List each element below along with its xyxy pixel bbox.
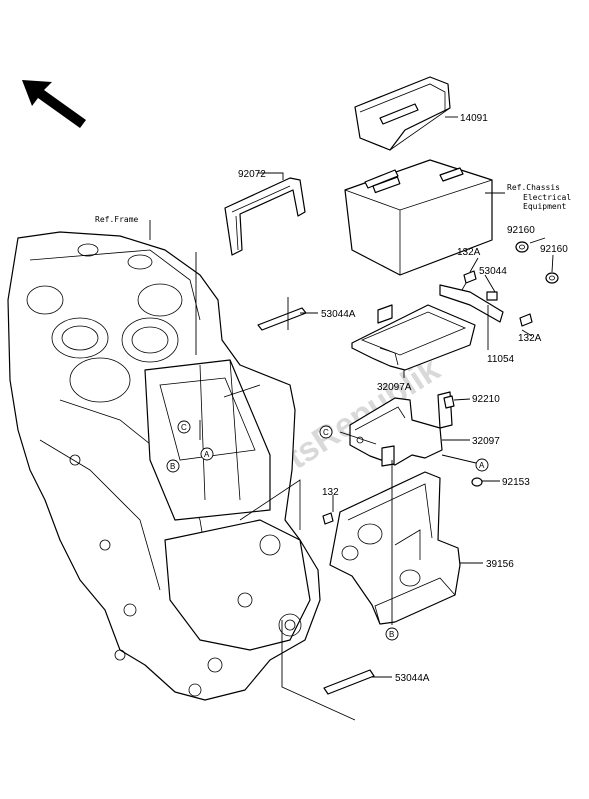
part-label-132A-right: 132A xyxy=(518,333,542,344)
ref-chassis-label-line2: Electrical xyxy=(523,193,571,202)
ref-chassis-label-line1: Ref.Chassis xyxy=(507,183,560,192)
marker-cover-b: B xyxy=(385,627,399,641)
front-direction-arrow-icon xyxy=(22,80,86,128)
battery-band-part xyxy=(224,177,306,256)
battery-tray-part xyxy=(351,284,504,371)
part-label-92160-a: 92160 xyxy=(507,225,535,236)
ref-chassis-label-line3: Equipment xyxy=(523,202,567,211)
svg-text:B: B xyxy=(170,462,175,471)
part-label-14091: 14091 xyxy=(460,113,488,124)
svg-text:A: A xyxy=(204,450,210,459)
collar-53044-part xyxy=(486,291,498,301)
ref-frame-label: Ref.Frame xyxy=(95,215,139,224)
part-label-92072: 92072 xyxy=(238,169,266,180)
frame-part xyxy=(7,231,321,701)
svg-text:C: C xyxy=(181,423,187,432)
leader-lines xyxy=(149,116,554,721)
part-label-11054: 11054 xyxy=(487,354,515,365)
bolt-92153-part xyxy=(471,477,483,487)
svg-text:A: A xyxy=(479,461,485,470)
part-label-32097A: 32097A xyxy=(377,382,412,393)
svg-text:B: B xyxy=(389,630,394,639)
marker-tray-c: C xyxy=(319,425,333,439)
bolt-132A-right-part xyxy=(519,313,533,327)
battery-case-cover-part xyxy=(329,471,461,625)
part-label-53044A-lower: 53044A xyxy=(395,673,430,684)
part-label-92160-b: 92160 xyxy=(540,244,568,255)
marker-frame-a: A xyxy=(200,447,214,461)
part-label-53044A-upper: 53044A xyxy=(321,309,356,320)
bolt-132A-left-part xyxy=(461,270,477,291)
bolt-132-part xyxy=(322,512,334,525)
part-label-32097: 32097 xyxy=(472,436,500,447)
part-label-39156: 39156 xyxy=(486,559,514,570)
marker-tray-a: A xyxy=(475,458,489,472)
rubber-pad-upper-part xyxy=(257,307,307,331)
part-label-92210: 92210 xyxy=(472,394,500,405)
battery-part xyxy=(344,159,493,276)
part-label-132: 132 xyxy=(322,487,339,498)
part-label-53044: 53044 xyxy=(479,266,507,277)
rubber-pad-lower-part xyxy=(323,669,375,695)
grommet-92160-a-part xyxy=(515,241,529,253)
battery-cover-part xyxy=(354,76,451,151)
grommet-92160-b-part xyxy=(545,272,559,284)
svg-text:C: C xyxy=(323,428,329,437)
marker-frame-c: C xyxy=(177,420,191,434)
marker-frame-b: B xyxy=(166,459,180,473)
clip-92210-part xyxy=(443,395,455,409)
part-label-92153: 92153 xyxy=(502,477,530,488)
part-label-132A-left: 132A xyxy=(457,247,481,258)
